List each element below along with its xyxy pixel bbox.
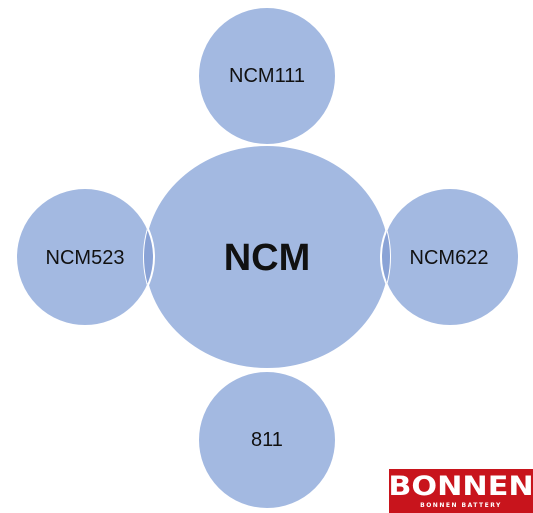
center-label: NCM xyxy=(224,237,311,279)
logo-tagline: BONNEN BATTERY xyxy=(420,502,502,509)
satellite-label-top: NCM111 xyxy=(229,65,305,87)
satellite-label-left: NCM523 xyxy=(46,247,125,269)
bonnen-logo: BONNEN BONNEN BATTERY xyxy=(388,469,533,513)
satellite-label-right: NCM622 xyxy=(410,247,489,269)
satellite-circle-bottom xyxy=(197,370,337,510)
overlap-left xyxy=(144,187,155,327)
logo-wordmark: BONNEN xyxy=(388,471,533,502)
overlap-right xyxy=(380,187,390,327)
satellite-label-bottom: 811 xyxy=(251,429,283,451)
